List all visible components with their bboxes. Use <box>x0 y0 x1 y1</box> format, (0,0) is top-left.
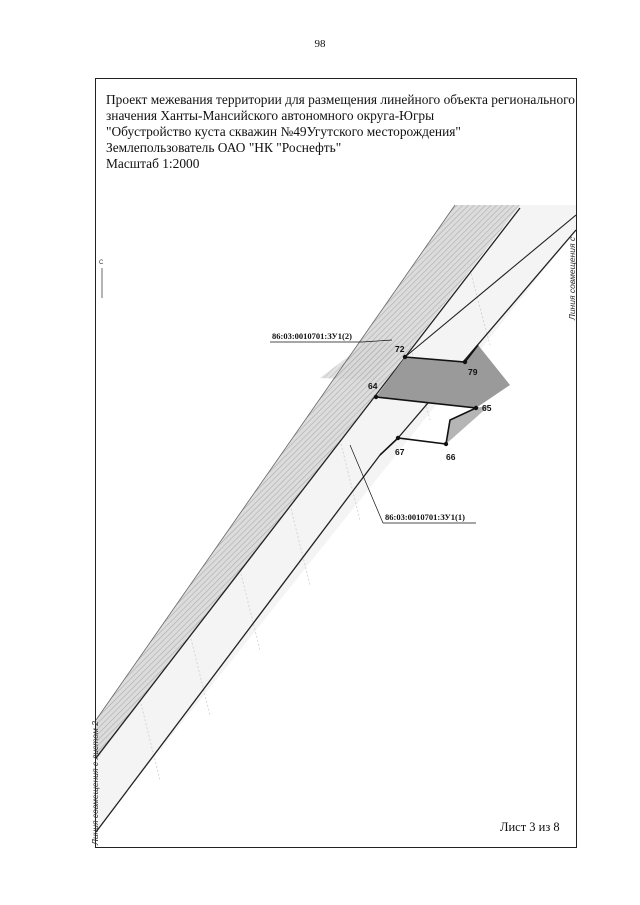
header-line-landuser: Землепользователь ОАО "НК "Роснефть" <box>106 140 342 155</box>
boundary-point-64 <box>373 394 379 400</box>
match-line-left-label: Линия совмещения с листом 2 <box>90 721 100 846</box>
parcel-zu1-2-area-lower <box>446 405 490 444</box>
boundary-point-79 <box>462 359 468 365</box>
corridor-edge-line <box>96 454 381 833</box>
boundary-point-66 <box>443 441 449 447</box>
north-arrow-icon: С <box>99 260 104 298</box>
north-mark-label: С <box>99 260 104 266</box>
match-line-right-label: Линия совмещения с <box>567 236 577 321</box>
callout-leader-zu1-1 <box>349 444 384 524</box>
point-label-67: 67 <box>395 447 405 457</box>
point-label-79: 79 <box>468 367 478 377</box>
callout-leader-zu1-2 <box>361 339 393 343</box>
map-frame <box>95 78 577 848</box>
point-label-66: 66 <box>446 452 456 462</box>
boundary-point-65 <box>473 405 479 411</box>
header-line-title: Проект межевания территории для размещен… <box>106 92 575 107</box>
corridor-edge-line <box>404 214 576 358</box>
parcel-boundary-zu1-1 <box>375 396 479 456</box>
boundary-point-72 <box>402 354 408 360</box>
parcel-label-zu1-1: 86:03:0010701:ЗУ1(1) <box>385 512 465 522</box>
header-line-scale: Масштаб 1:2000 <box>106 156 200 171</box>
point-label-65: 65 <box>482 403 492 413</box>
boundary-point-67 <box>395 435 401 441</box>
map-header: Проект межевания территории для размещен… <box>106 92 576 172</box>
parcel-label-zu1-2: 86:03:0010701:ЗУ1(2) <box>272 331 352 341</box>
header-line-object: "Обустройство куста скважин №49Угутского… <box>106 124 461 139</box>
point-label-64: 64 <box>368 381 378 391</box>
corridor-edge-line <box>96 207 521 759</box>
parcel-zu1-2-area <box>376 345 510 408</box>
point-label-72: 72 <box>395 344 405 354</box>
corridor-edge-line <box>96 204 456 721</box>
page-number: 98 <box>314 38 326 50</box>
sheet-label: Лист 3 из 8 <box>500 820 560 834</box>
header-line-region: значения Ханты-Мансийского автономного о… <box>106 108 435 123</box>
corridor-grid <box>139 269 491 781</box>
